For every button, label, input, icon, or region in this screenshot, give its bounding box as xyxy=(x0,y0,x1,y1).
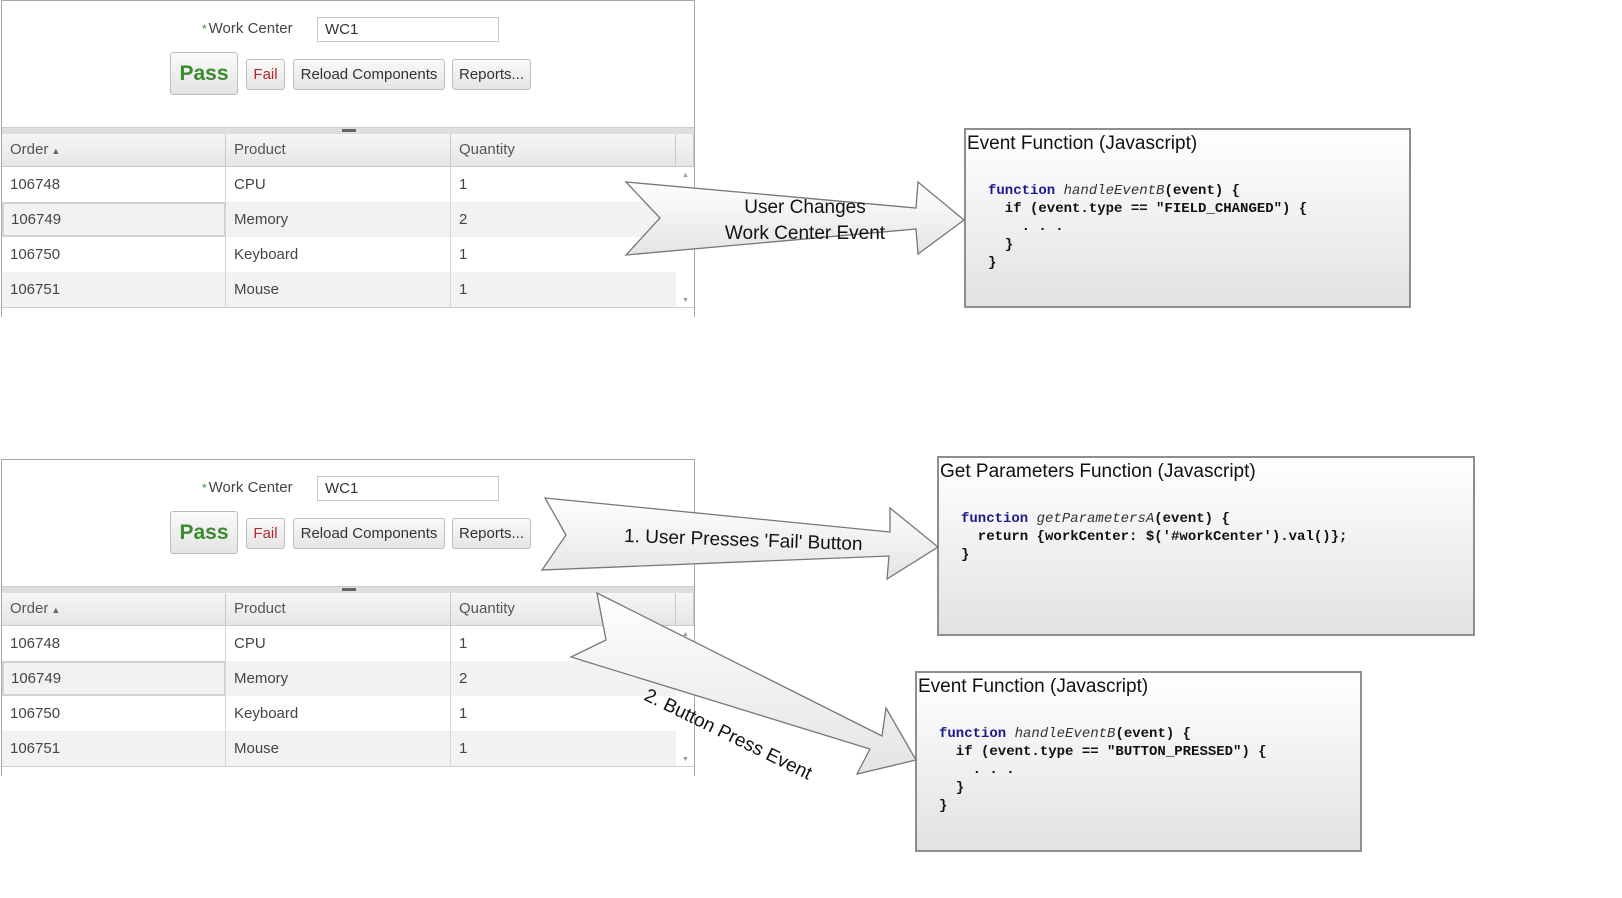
operator-panel-bottom: *Work Center Pass Fail Reload Components… xyxy=(1,459,695,779)
quantity-cell: 2 xyxy=(459,211,468,228)
product-cell: CPU xyxy=(226,626,451,661)
order-cell: 106751 xyxy=(2,272,226,307)
work-center-label-text: Work Center xyxy=(208,20,293,37)
product-cell: Keyboard xyxy=(226,696,451,731)
product-cell: Mouse xyxy=(226,731,451,766)
work-center-label: *Work Center xyxy=(202,479,293,496)
order-cell: 106749 xyxy=(2,202,226,237)
fail-button[interactable]: Fail xyxy=(246,518,285,549)
reload-components-button[interactable]: Reload Components xyxy=(293,518,445,549)
quantity-cell: 2 xyxy=(459,670,468,687)
scroll-down-icon[interactable]: ▼ xyxy=(682,756,689,763)
order-cell: 106750 xyxy=(2,237,226,272)
reports-button[interactable]: Reports... xyxy=(452,518,531,549)
splitter-handle[interactable] xyxy=(2,586,694,594)
arrow-fail-press xyxy=(540,497,940,581)
quantity-cell: 1 xyxy=(459,176,468,193)
pass-button[interactable]: Pass xyxy=(170,511,238,554)
sort-ascending-icon: ▲ xyxy=(51,146,61,156)
order-cell: 106750 xyxy=(2,696,226,731)
column-header-product[interactable]: Product xyxy=(226,134,451,166)
grid-header: Order▲ Product Quantity xyxy=(2,593,694,626)
work-center-label: *Work Center xyxy=(202,20,293,37)
product-cell: Keyboard xyxy=(226,237,451,272)
grip-icon xyxy=(342,588,356,591)
grid-header: Order▲ Product Quantity xyxy=(2,134,694,167)
splitter-handle[interactable] xyxy=(2,127,694,135)
product-cell: Memory xyxy=(226,202,451,237)
table-row[interactable]: 106750 Keyboard 1 xyxy=(2,237,694,272)
column-header-order[interactable]: Order▲ xyxy=(2,593,226,625)
arrow-work-center-event xyxy=(624,180,966,256)
box-title: Event Function (Javascript) xyxy=(918,676,1149,697)
pass-button[interactable]: Pass xyxy=(170,52,238,95)
grip-icon xyxy=(342,129,356,132)
arrow-label-work-center-event: User Changes Work Center Event xyxy=(724,197,886,244)
column-header-spacer xyxy=(676,134,694,166)
event-function-box-top: Event Function (Javascript) function han… xyxy=(964,128,1411,308)
table-row[interactable]: 106748 CPU 1 xyxy=(2,167,694,202)
scroll-up-icon[interactable]: ▲ xyxy=(682,631,689,638)
table-row[interactable]: 106750 Keyboard 1 xyxy=(2,696,694,731)
column-header-spacer xyxy=(676,593,694,625)
orders-grid: Order▲ Product Quantity 106748 CPU 1 106… xyxy=(2,134,694,320)
code-block: function handleEventB(event) { if (event… xyxy=(939,726,1267,814)
box-title: Event Function (Javascript) xyxy=(967,133,1198,154)
product-cell: Mouse xyxy=(226,272,451,307)
table-row[interactable]: 106749 Memory 2 xyxy=(2,202,694,237)
code-block: function getParametersA(event) { return … xyxy=(961,511,1348,563)
quantity-cell: 1 xyxy=(459,281,468,298)
box-title: Get Parameters Function (Javascript) xyxy=(940,461,1256,482)
quantity-cell: 1 xyxy=(459,705,468,722)
order-cell: 106748 xyxy=(2,626,226,661)
column-header-order[interactable]: Order▲ xyxy=(2,134,226,166)
column-header-quantity[interactable]: Quantity xyxy=(451,593,676,625)
required-marker: * xyxy=(202,481,207,495)
sort-ascending-icon: ▲ xyxy=(51,605,61,615)
table-row[interactable]: 106748 CPU 1 xyxy=(2,626,694,661)
code-block: function handleEventB(event) { if (event… xyxy=(988,183,1308,271)
reload-components-button[interactable]: Reload Components xyxy=(293,59,445,90)
reports-button[interactable]: Reports... xyxy=(452,59,531,90)
work-center-input[interactable] xyxy=(317,17,499,42)
work-center-label-text: Work Center xyxy=(208,479,293,496)
order-cell: 106749 xyxy=(2,661,226,696)
product-cell: Memory xyxy=(226,661,451,696)
quantity-cell: 1 xyxy=(459,740,468,757)
scroll-up-icon[interactable]: ▲ xyxy=(682,172,689,179)
column-header-product[interactable]: Product xyxy=(226,593,451,625)
order-cell: 106751 xyxy=(2,731,226,766)
scroll-down-icon[interactable]: ▼ xyxy=(682,297,689,304)
table-row[interactable]: 106751 Mouse 1 xyxy=(2,272,694,307)
table-row[interactable]: 106751 Mouse 1 xyxy=(2,731,694,766)
table-row[interactable]: 106749 Memory 2 xyxy=(2,661,694,696)
work-center-input[interactable] xyxy=(317,476,499,501)
fail-button[interactable]: Fail xyxy=(246,59,285,90)
grid-footer xyxy=(2,766,694,779)
required-marker: * xyxy=(202,22,207,36)
product-cell: CPU xyxy=(226,167,451,202)
orders-grid: Order▲ Product Quantity 106748 CPU 1 106… xyxy=(2,593,694,779)
event-function-box-bottom: Event Function (Javascript) function han… xyxy=(915,671,1362,852)
quantity-cell: 1 xyxy=(459,635,468,652)
operator-panel-top: *Work Center Pass Fail Reload Components… xyxy=(1,0,695,320)
column-header-quantity[interactable]: Quantity xyxy=(451,134,676,166)
arrow-button-press-event xyxy=(569,591,917,775)
quantity-cell: 1 xyxy=(459,246,468,263)
order-cell: 106748 xyxy=(2,167,226,202)
get-parameters-function-box: Get Parameters Function (Javascript) fun… xyxy=(937,456,1475,636)
grid-footer xyxy=(2,307,694,320)
